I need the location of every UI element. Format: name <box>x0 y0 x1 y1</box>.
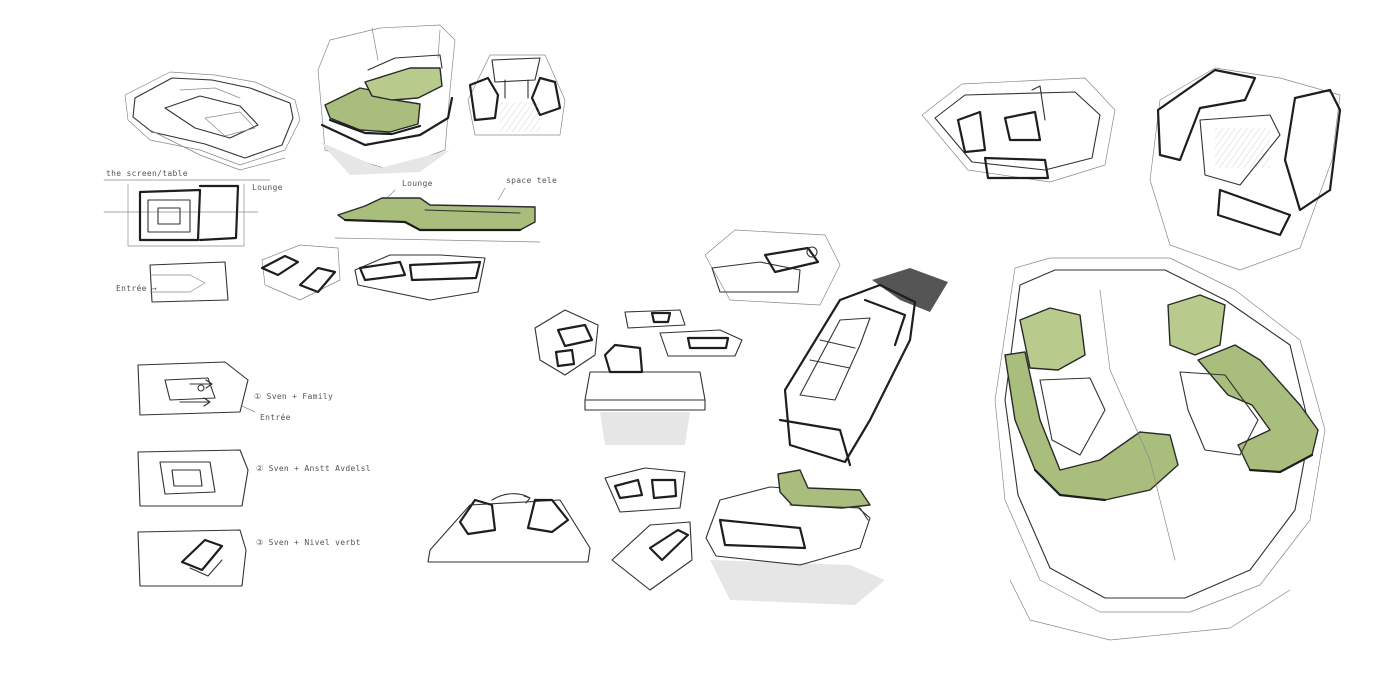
scenario-diagram-1: ① Sven + Family Entrée <box>137 361 333 422</box>
sketch-small-sofas <box>260 244 486 301</box>
annotation-lounge-2: Lounge <box>402 179 433 188</box>
annotation-scenario-1: ① Sven + Family <box>254 392 333 401</box>
annotation-scenario-2: ② Sven + Anstt Avdelsl <box>256 464 371 473</box>
sketch-small-lounges-bottom <box>604 467 693 591</box>
sketch-dining-booth <box>467 54 566 136</box>
sketch-green-interior <box>317 24 456 175</box>
sketch-green-bench <box>705 469 885 605</box>
annotation-scenario-3: ③ Sven + Nivel verbt <box>256 538 361 547</box>
annotation-lounge-1: Lounge <box>252 183 283 192</box>
annotation-space-note: space tele <box>506 176 557 185</box>
sketch-table-sofa <box>584 343 706 445</box>
sketch-interior-right-1 <box>921 77 1116 183</box>
sketch-interior-right-2 <box>1149 67 1342 271</box>
annotation-entree-2: Entrée <box>260 412 291 422</box>
annotation-entree-1: Entrée → <box>116 283 157 293</box>
sketch-green-lounge-main <box>994 257 1326 641</box>
annotation-header: the screen/table <box>106 169 188 178</box>
sketch-two-chairs <box>427 493 591 563</box>
scenario-diagram-2: ② Sven + Anstt Avdelsl <box>137 449 371 507</box>
sketch-cockpit-lounge <box>704 229 841 306</box>
sketch-lounge-overview <box>124 71 301 171</box>
sketch-small-seating <box>534 309 743 376</box>
scenario-diagram-3: ③ Sven + Nivel verbt <box>137 529 361 587</box>
sketch-long-bench <box>778 268 948 467</box>
sketch-plan-diagram: the screen/table Lounge Entrée → <box>103 169 283 303</box>
sketch-green-lounge-band: Lounge space tele <box>334 176 557 243</box>
